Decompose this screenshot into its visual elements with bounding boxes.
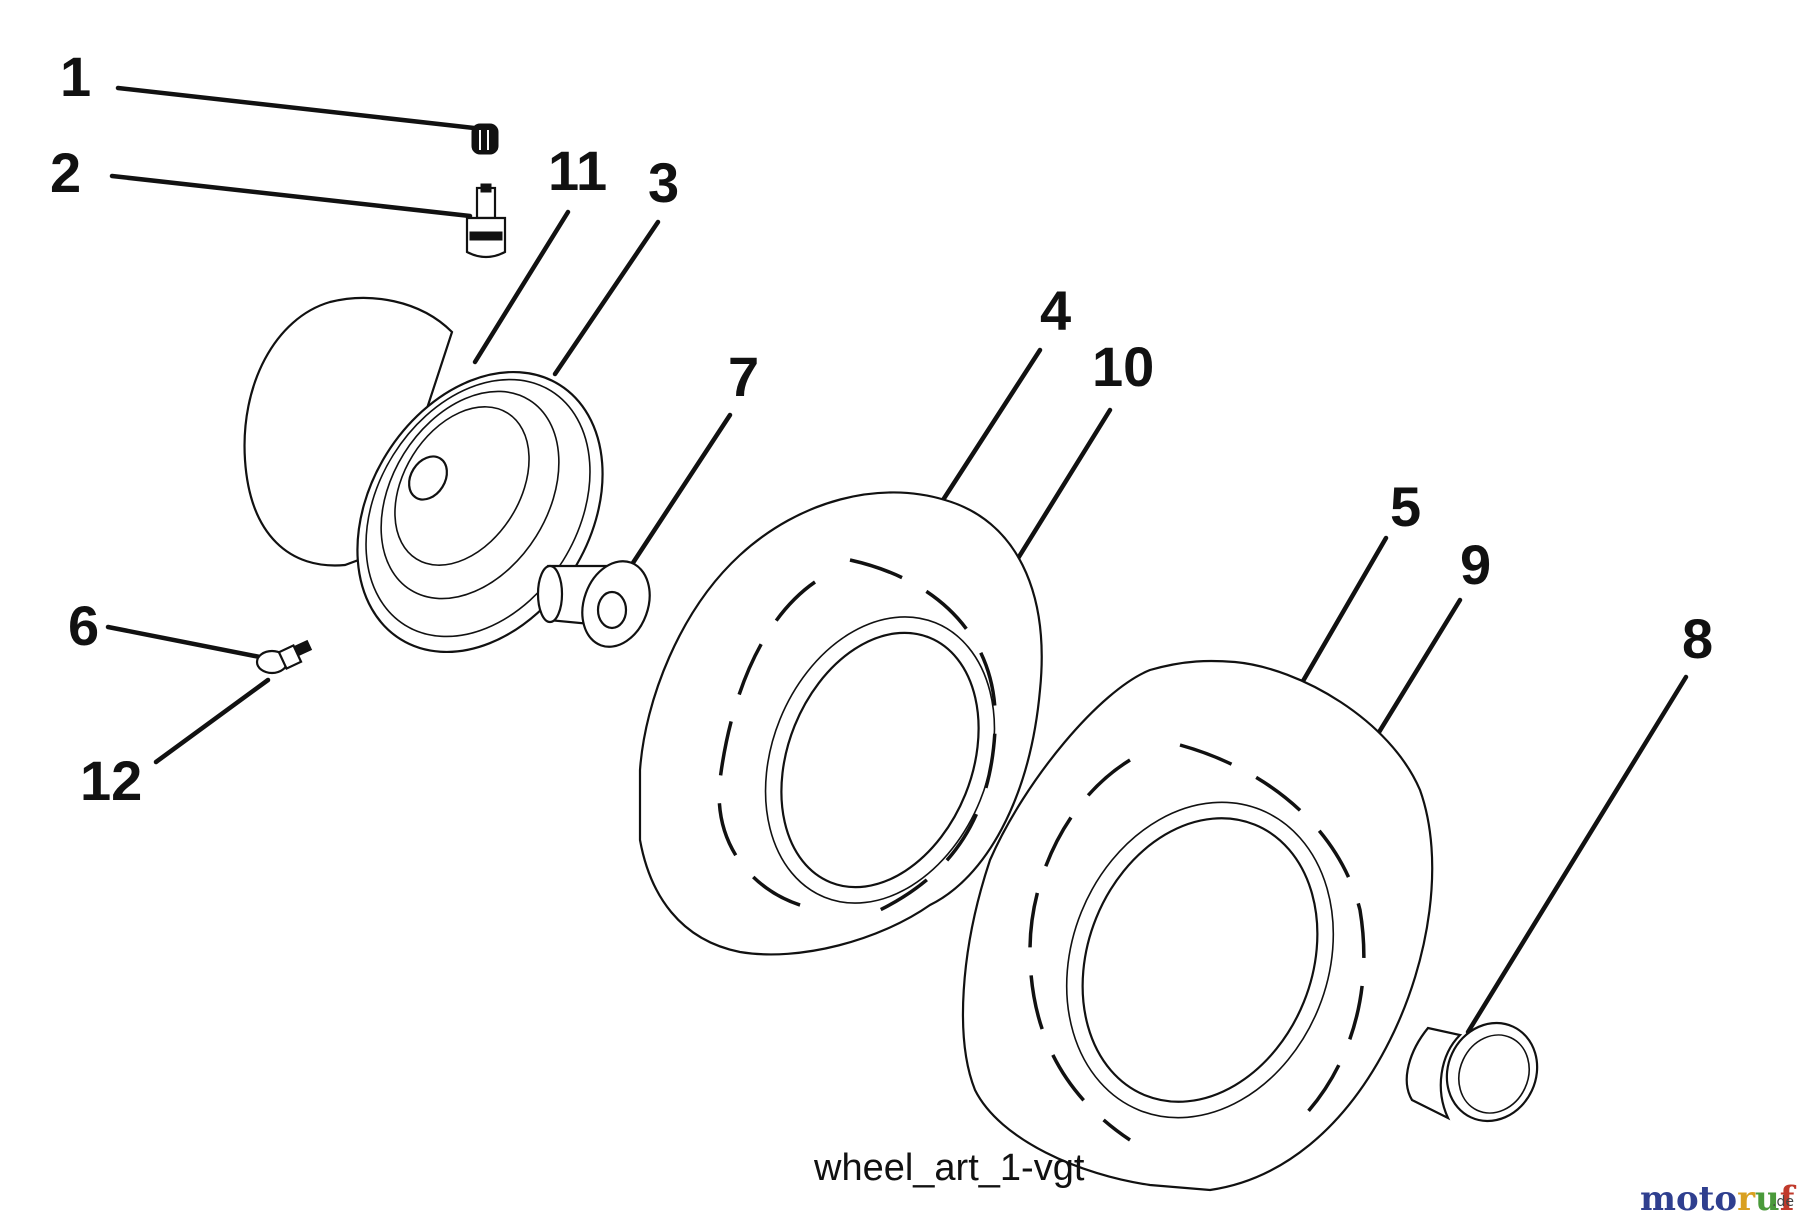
part-8-hub-cap <box>1405 1021 1539 1123</box>
part-4-10-front-tire <box>638 491 1043 956</box>
diagram-caption: wheel_art_1-vgt <box>813 1147 1085 1189</box>
leader-12 <box>153 677 271 765</box>
callout-10: 10 <box>1092 335 1154 398</box>
watermark-letter: t <box>1699 1179 1715 1219</box>
leader-lines <box>105 85 1689 1035</box>
leader-2 <box>109 173 473 219</box>
callout-11: 11 <box>548 139 607 202</box>
leader-9 <box>1362 597 1463 758</box>
callout-3: 3 <box>648 151 679 214</box>
watermark-text: motoruf <box>1640 1179 1797 1219</box>
part-7-bushing <box>536 560 651 648</box>
part-5-9-rear-tire <box>961 659 1434 1192</box>
leader-8 <box>1465 674 1689 1035</box>
leader-10 <box>1014 407 1113 563</box>
leader-6 <box>105 624 268 661</box>
callout-5: 5 <box>1390 475 1421 538</box>
part-2-valve-stem <box>465 183 507 259</box>
watermark-letter: o <box>1676 1179 1699 1219</box>
leader-3 <box>552 219 661 377</box>
leader-5 <box>1289 535 1389 703</box>
leader-4 <box>940 347 1043 503</box>
watermark-letter: u <box>1755 1179 1780 1219</box>
callout-9: 9 <box>1460 533 1491 596</box>
callout-7: 7 <box>728 345 759 408</box>
leader-7 <box>620 412 733 581</box>
watermark-logo: motoruf .de <box>1640 1179 1797 1219</box>
watermark-letter: o <box>1714 1179 1737 1219</box>
part-6-12-fitting <box>255 639 313 675</box>
callout-8: 8 <box>1682 607 1713 670</box>
callout-12: 12 <box>80 749 142 812</box>
watermark-letter: m <box>1640 1179 1676 1219</box>
callout-1: 1 <box>60 45 91 108</box>
callout-4: 4 <box>1040 279 1071 342</box>
watermark-letter: f <box>1780 1179 1797 1219</box>
watermark-suffix: .de <box>1772 1194 1794 1210</box>
callout-labels: 1 2 11 3 7 4 10 5 9 8 6 12 <box>50 45 1713 812</box>
callout-6: 6 <box>68 594 99 657</box>
watermark-letter: r <box>1737 1179 1756 1219</box>
part-1-valve-cap <box>471 123 499 155</box>
callout-2: 2 <box>50 141 81 204</box>
leader-11 <box>472 209 571 365</box>
leader-1 <box>115 85 477 131</box>
